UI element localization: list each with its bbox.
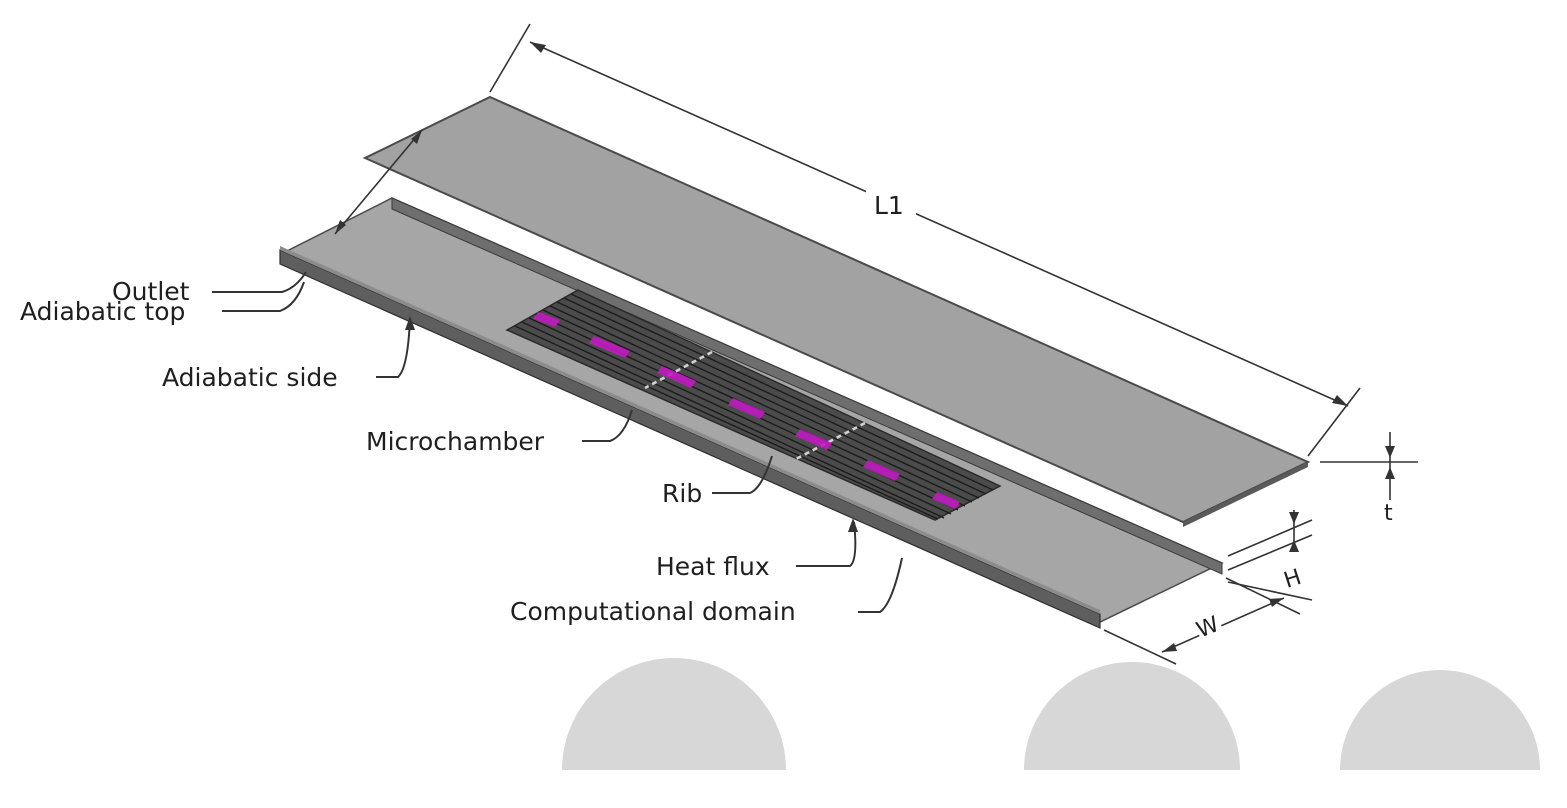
watermark-circle (562, 658, 786, 770)
microchamber-array (505, 289, 1002, 521)
computational-domain-cell (863, 460, 900, 481)
microchannel-region (505, 289, 1002, 521)
heat-flux-label: Heat flux (656, 552, 770, 581)
adiabatic-top-leader (222, 281, 305, 312)
computational-domain-cell (932, 492, 960, 509)
dimension-length: L1 (489, 23, 1361, 457)
length-dimension-label: L1 (874, 191, 904, 220)
computational-domain-cell (795, 429, 832, 450)
rib-separators (644, 350, 866, 461)
front-rail-top (280, 246, 1100, 614)
top-plate-thickness (1183, 462, 1308, 527)
rib-leader (712, 455, 773, 494)
computational-domain-cells (533, 312, 960, 509)
computational-domain-label: Computational domain (510, 597, 796, 626)
callout-labels: Outlet Adiabatic top Adiabatic side Micr… (20, 277, 796, 626)
computational-domain-leader (858, 557, 903, 613)
rib-label: Rib (662, 479, 702, 508)
outlet-leader (212, 271, 307, 293)
rib (795, 421, 866, 461)
back-side-rail (391, 197, 1223, 575)
watermark-fragments (562, 658, 1540, 770)
computational-domain-cell (589, 336, 630, 358)
callout-leaders (212, 271, 903, 613)
dimension-thickness: t (1320, 432, 1418, 526)
computational-domain-cell (657, 366, 696, 388)
computational-domain-cell (533, 312, 560, 327)
dimension-height: H (1227, 510, 1313, 601)
heat-flux-leader (796, 521, 857, 567)
height-dimension-label: H (1281, 565, 1304, 594)
thickness-dimension-label: t (1384, 501, 1393, 526)
watermark-circle (1024, 662, 1240, 770)
top-cover-plate (362, 95, 1311, 527)
adiabatic-top-label: Adiabatic top (20, 297, 185, 326)
microchamber-label: Microchamber (366, 427, 545, 456)
outlet-label: Outlet (112, 277, 190, 306)
adiabatic-side-arrow (405, 316, 415, 330)
dimension-plate-width (334, 129, 423, 235)
watermark-circle (1340, 670, 1540, 770)
heat-flux-arrow (848, 518, 858, 532)
rib (644, 350, 713, 390)
computational-domain-cell (728, 398, 765, 419)
adiabatic-side-label: Adiabatic side (162, 363, 338, 392)
microchamber-leader (582, 409, 633, 442)
adiabatic-side-leader (376, 317, 411, 378)
